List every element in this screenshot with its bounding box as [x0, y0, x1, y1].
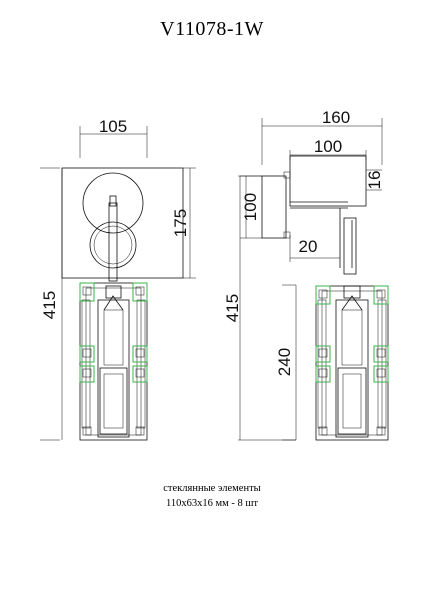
side-base-height-label: 100	[241, 193, 260, 221]
side-wall-mount	[261, 175, 287, 239]
front-view: 105 175 415	[40, 117, 196, 441]
front-width-label: 105	[99, 117, 127, 136]
side-box-canopy	[289, 155, 367, 207]
side-glass-frame	[315, 285, 389, 441]
front-round-canopy	[82, 172, 144, 234]
front-plate-height-label: 175	[171, 209, 190, 237]
side-lower-height-label: 240	[275, 348, 294, 376]
front-total-height-label: 415	[40, 291, 59, 319]
side-glass-highlight	[315, 285, 331, 305]
side-plate-thickness-label: 16	[365, 171, 384, 190]
glass-elements-caption: стеклянные элементы	[163, 483, 261, 494]
side-view: 160 100 16 100 20 415	[223, 108, 389, 441]
side-depth-label: 160	[322, 108, 350, 127]
side-total-height-label: 415	[223, 294, 242, 322]
side-plate-depth-label: 100	[314, 137, 342, 156]
front-ring	[89, 221, 137, 269]
side-arm-offset-label: 20	[299, 237, 318, 256]
glass-elements-size: 110х63х16 мм - 8 шт	[165, 498, 259, 509]
front-glass-highlight	[79, 282, 95, 302]
model-title: V11078-1W	[160, 18, 264, 40]
